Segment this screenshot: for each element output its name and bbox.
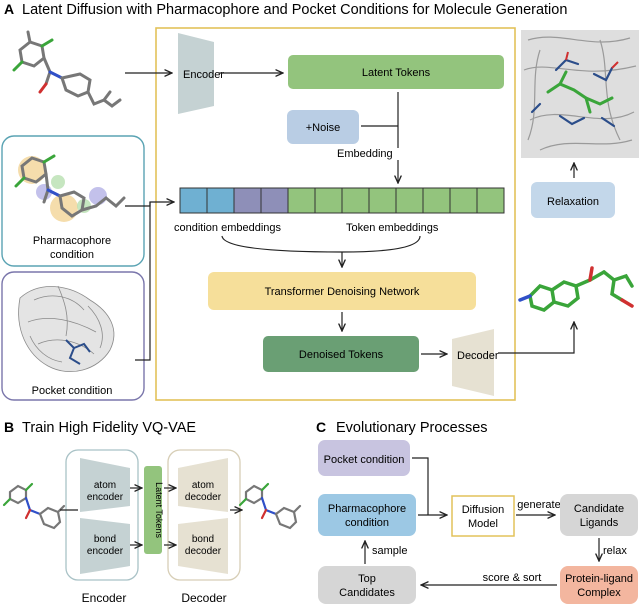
evo-candidate-label-1: Candidate [574,503,624,515]
denoised-tokens-box [263,336,419,372]
latent-tokens-box [288,55,504,89]
pharmacophore-label-1: Pharmacophore [33,235,111,247]
atom-decoder-label-2: decoder [185,492,222,503]
token-embeddings-label: Token embeddings [346,222,439,234]
atom-encoder-label-1: atom [94,480,116,491]
vqvae-input-molecule [2,482,66,530]
pharmacophore-molecule [14,154,126,222]
evo-complex-box [560,566,638,604]
evo-candidate-ligands-box [560,494,638,536]
bond-encoder-shape [80,518,130,574]
vqvae-decoder-caption: Decoder [181,591,226,605]
atom-decoder-label-1: atom [192,480,214,491]
complex-image [521,30,639,158]
pocket-condition-box [1,271,145,401]
evo-relax-label: relax [603,545,627,557]
evo-top-candidates-box [318,566,416,604]
evo-pharmacophore-label-2: condition [345,517,389,529]
evo-complex-label-2: Complex [577,587,621,599]
evo-generate-label: generate [517,499,560,511]
evo-top-candidates-label-2: Candidates [339,587,395,599]
model-frame [155,27,516,401]
encoder-block [178,33,214,114]
evo-sample-label: sample [372,545,407,557]
evo-top-candidates-label-1: Top [358,573,376,585]
vqvae-latent-tokens-label: Latent Tokens [154,482,164,538]
vqvae-decoder-frame [167,449,241,581]
evo-diffusion-label-2: Model [468,518,498,530]
generated-molecule [518,266,634,312]
vqvae-latent-tokens [144,466,162,554]
relaxation-box [531,182,615,218]
panel-b-title: Train High Fidelity VQ-VAE [22,420,196,436]
panel-b-arrows [60,488,242,545]
relaxation-label: Relaxation [547,196,599,208]
evo-complex-label-1: Protein-ligand [565,573,633,585]
pharmacophore-condition-box [1,135,145,267]
panel-c-title: Evolutionary Processes [336,420,488,436]
bond-encoder-label-2: encoder [87,546,124,557]
noise-box [287,110,359,144]
transformer-label: Transformer Denoising Network [265,286,420,298]
panel-c-letter: C [316,419,326,435]
noise-label: +Noise [306,122,341,134]
panel-c-arrows [365,457,599,585]
bond-decoder-shape [178,518,228,574]
vqvae-encoder-caption: Encoder [82,591,127,605]
evo-pharmacophore-box [318,494,416,536]
panel-b-letter: B [4,419,14,435]
decoder-block [452,329,494,396]
panel-a-letter: A [4,1,14,17]
denoised-tokens-label: Denoised Tokens [299,349,384,361]
bond-decoder-label-2: decoder [185,546,222,557]
evo-candidate-label-2: Ligands [580,517,619,529]
condition-embeddings-label: condition embeddings [174,222,282,234]
panel-a-arrows [125,73,574,361]
atom-encoder-label-2: encoder [87,492,124,503]
pocket-condition-label: Pocket condition [32,385,113,397]
atom-encoder-shape [80,458,130,512]
input-molecule-a [12,30,122,108]
decoder-label: Decoder [457,350,499,362]
pharmacophore-label-2: condition [50,249,94,261]
evo-score-sort-label: score & sort [483,572,542,584]
atom-decoder-shape [178,458,228,512]
evo-diffusion-model-box [451,495,515,537]
bond-decoder-label-1: bond [192,534,214,545]
pocket-ligand-sticks [65,339,91,365]
token-strip [179,187,505,214]
vqvae-encoder-frame [65,449,139,581]
pocket-protein-image [18,285,115,373]
evo-pocket-condition-label: Pocket condition [324,454,405,466]
vqvae-output-molecule [238,482,302,530]
bond-encoder-label-1: bond [94,534,116,545]
panel-a-title: Latent Diffusion with Pharmacophore and … [22,2,567,18]
evo-pocket-condition-box [318,440,410,476]
transformer-box [208,272,476,310]
embedding-label: Embedding [337,148,393,160]
evo-pharmacophore-label-1: Pharmacophore [328,503,406,515]
latent-tokens-label: Latent Tokens [362,67,431,79]
encoder-label: Encoder [183,69,224,81]
evo-diffusion-label-1: Diffusion [462,504,505,516]
